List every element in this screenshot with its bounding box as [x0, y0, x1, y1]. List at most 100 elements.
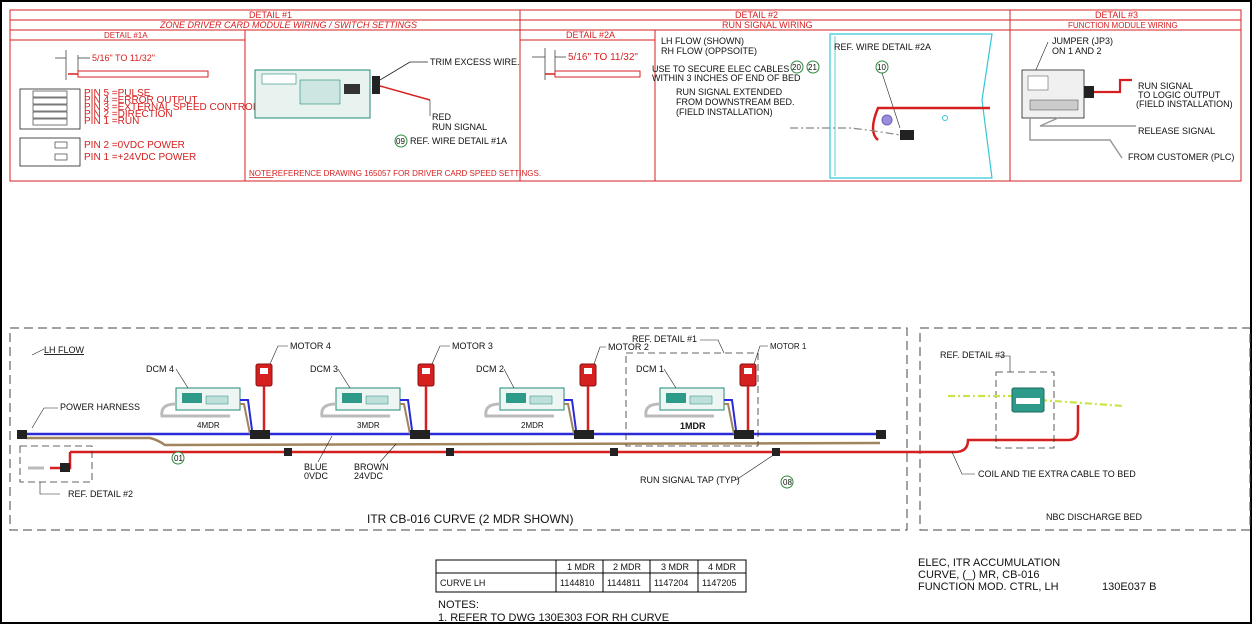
motor-4-label: MOTOR 4 [290, 341, 331, 351]
drawing-number: 130E037 B [1102, 581, 1156, 593]
red-wire-label: RED [432, 112, 452, 122]
dcm-3-label: DCM 3 [310, 364, 338, 374]
dcm-2-label: DCM 2 [476, 364, 504, 374]
pin4-label: PIN 4 =ERROR OUTPUT [84, 95, 198, 106]
dcm-unit-3: DCM 3 3MDR MOTOR 3 [310, 341, 493, 456]
cell-4mdr: 1147205 [702, 578, 736, 588]
ref-detail2-label: REF. DETAIL #2 [68, 489, 133, 499]
harness-connector-right [876, 430, 886, 439]
lh-flow-shown: LH FLOW (SHOWN) [661, 36, 744, 46]
part-number-table: 1 MDR 2 MDR 3 MDR 4 MDR CURVE LH 1144810… [435, 559, 747, 593]
detail1: TRIM EXCESS WIRE. RED RUN SIGNAL 09 REF.… [249, 57, 541, 178]
ref-wire-detail1a: REF. WIRE DETAIL #1A [410, 136, 507, 146]
detail1a: 5/16" TO 11/32" PIN 5 =PULSE PIN 4 =ERRO… [19, 50, 259, 167]
pin5-label: PIN 5 =PULSE [84, 88, 151, 99]
run-extended-1: RUN SIGNAL EXTENDED [676, 87, 783, 97]
dcm-1-label: DCM 1 [636, 364, 664, 374]
d3-run-signal-1: RUN SIGNAL [1138, 81, 1193, 91]
run-signal-wire [871, 106, 990, 141]
detail3-subtitle: FUNCTION MODULE WIRING [1068, 21, 1178, 30]
motor-1-label: MOTOR 1 [770, 342, 807, 351]
th-2mdr: 2 MDR [613, 562, 642, 572]
secure-cables-2: WITHIN 3 INCHES OF END OF BED [652, 73, 801, 83]
dcm-unit-4: DCM 4 4MDR MOTOR 4 [146, 341, 331, 456]
secure-cables-1: USE TO SECURE ELEC CABLES [652, 64, 789, 74]
from-customer-label: FROM CUSTOMER (PLC) [1128, 152, 1234, 162]
cable-tie [881, 114, 893, 126]
run-extended-2: FROM DOWNSTREAM BED. [676, 97, 795, 107]
rh-flow-opposite: RH FLOW (OPPSOITE) [661, 46, 757, 56]
detail2-subtitle: RUN SIGNAL WIRING [722, 20, 813, 30]
trim-wire-label: TRIM EXCESS WIRE. [430, 57, 520, 67]
motor-2-icon [579, 363, 597, 387]
cell-3mdr: 1147204 [654, 578, 688, 588]
motor-3-label: MOTOR 3 [452, 341, 493, 351]
bed-outline [829, 33, 993, 179]
blue-label: BLUE [304, 462, 328, 472]
harness-connector-left [17, 430, 27, 439]
pin3-label: PIN 3 =EXTERNAL SPEED CONTROL [84, 102, 259, 113]
power-pin1-label: PIN 1 =+24VDC POWER [84, 152, 196, 163]
ref-detail3-label: REF. DETAIL #3 [940, 350, 1005, 360]
notes-title: NOTES: [438, 599, 479, 611]
title-line-2: CURVE, (_) MR, CB-016 [918, 569, 1039, 581]
curve-bed-outline [9, 327, 908, 531]
run-extended-3: (FIELD INSTALLATION) [676, 107, 773, 117]
bubble-21-label: 21 [808, 63, 817, 72]
row-label: CURVE LH [440, 578, 485, 588]
detail1a-title: DETAIL #1A [104, 31, 148, 40]
ref-wire-detail2a: REF. WIRE DETAIL #2A [834, 42, 931, 52]
jumper-on-label: ON 1 AND 2 [1052, 46, 1102, 56]
extended-run-wire [790, 127, 901, 136]
connector [900, 130, 914, 140]
pin2-label: PIN 2 =DIRECTION [84, 109, 173, 120]
bubble-09-label: 09 [396, 137, 405, 146]
d3-run-signal-2: TO LOGIC OUTPUT [1138, 90, 1221, 100]
mdr-1-label: 1MDR [680, 421, 706, 431]
24vdc-label: 24VDC [354, 471, 384, 481]
detail2: LH FLOW (SHOWN) RH FLOW (OPPSOITE) USE T… [652, 33, 993, 179]
bubble-01 [171, 451, 185, 465]
curve-bed-title: ITR CB-016 CURVE (2 MDR SHOWN) [367, 512, 573, 526]
detail3: JUMPER (JP3) ON 1 AND 2 RUN SIGNAL TO LO… [1021, 36, 1234, 162]
motor-3-icon [417, 363, 435, 387]
bubble-10-label: 10 [877, 63, 886, 72]
note-1: 1. REFER TO DWG 130E303 FOR RH CURVE [438, 612, 669, 624]
note-key: NOTE: [249, 169, 273, 178]
d3-run-signal-3: (FIELD INSTALLATION) [1136, 99, 1233, 109]
bubble-01-label: 01 [174, 454, 183, 463]
pin1-label: PIN 1 =RUN [84, 116, 139, 127]
bubble-20 [790, 60, 804, 74]
detail-strip: DETAIL #1 ZONE DRIVER CARD MODULE WIRING… [9, 9, 1242, 182]
title-line-3: FUNCTION MOD. CTRL, LH [918, 581, 1059, 593]
detail2-title: DETAIL #2 [735, 10, 778, 20]
dcm-4-label: DCM 4 [146, 364, 174, 374]
th-3mdr: 3 MDR [661, 562, 690, 572]
ref-detail3-box [995, 371, 1055, 449]
dcm-unit-1: DCM 1 1MDR MOTOR 1 [636, 342, 807, 456]
bubble-21 [806, 60, 820, 74]
mdr-2-label: 2MDR [521, 421, 544, 430]
th-4mdr: 4 MDR [708, 562, 737, 572]
detail3-title: DETAIL #3 [1095, 10, 1138, 20]
ref-detail2-box [19, 445, 93, 483]
mdr-4-label: 4MDR [197, 421, 220, 430]
mdr-3-label: 3MDR [357, 421, 380, 430]
coil-tie-label: COIL AND TIE EXTRA CABLE TO BED [978, 469, 1136, 479]
ref-detail1-box [625, 352, 759, 447]
brown-label: BROWN [354, 462, 389, 472]
bubble-08 [780, 475, 794, 489]
power-connector-block [19, 137, 81, 167]
cell-1mdr: 1144810 [560, 578, 594, 588]
th-1mdr: 1 MDR [567, 562, 596, 572]
cell-2mdr: 1144811 [607, 578, 641, 588]
title-block: ELEC, ITR ACCUMULATION CURVE, (_) MR, CB… [918, 557, 1156, 593]
nbc-bed-title: NBC DISCHARGE BED [1046, 512, 1143, 522]
brown-24vdc-wire [26, 436, 881, 447]
ref-detail1-label: REF. DETAIL #1 [632, 334, 697, 344]
detail2a-strip-label: 5/16" TO 11/32" [568, 52, 638, 63]
jumper-label: JUMPER (JP3) [1052, 36, 1113, 46]
power-pin2-label: PIN 2 =0VDC POWER [84, 140, 185, 151]
detail1-title: DETAIL #1 [249, 10, 292, 20]
